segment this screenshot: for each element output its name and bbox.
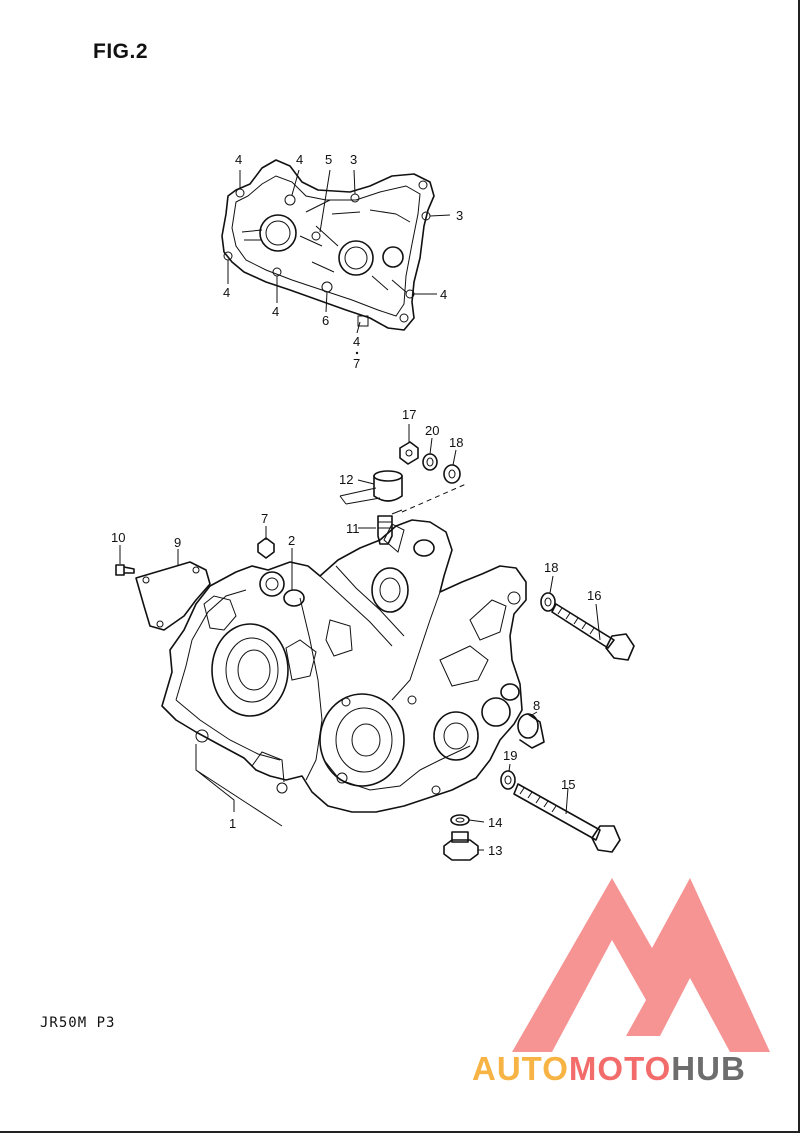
callout-4-c: 4	[223, 285, 230, 300]
bush-8	[517, 713, 545, 749]
callout-18-b: 18	[544, 560, 558, 575]
brand-wordmark: AUTOMOTOHUB	[472, 1050, 746, 1088]
callout-8: 8	[533, 698, 540, 713]
callout-16: 16	[587, 588, 601, 603]
callout-5: 5	[325, 152, 332, 167]
brand-part-auto: AUTO	[472, 1050, 569, 1087]
callout-6: 6	[322, 313, 329, 328]
stud-11	[377, 515, 393, 545]
callout-18-a: 18	[449, 435, 463, 450]
callout-3-a: 3	[350, 152, 357, 167]
callout-4-d: 4	[272, 304, 279, 319]
callout-4-f: 4	[353, 334, 360, 349]
callout-15: 15	[561, 777, 575, 792]
washer-18-top	[443, 464, 461, 484]
crankcase-gasket	[221, 159, 435, 331]
footer-model-code: JR50M P3	[40, 1015, 116, 1031]
callout-4-b: 4	[296, 152, 303, 167]
callout-19: 19	[503, 748, 517, 763]
brand-part-hub: HUB	[671, 1050, 746, 1087]
callout-3-b: 3	[456, 208, 463, 223]
drain-plug-13	[443, 831, 479, 861]
bolt-15	[500, 770, 621, 853]
callout-13: 13	[488, 843, 502, 858]
callout-12: 12	[339, 472, 353, 487]
callout-9: 9	[174, 535, 181, 550]
bolt-10	[115, 564, 135, 576]
callout-4-e: 4	[440, 287, 447, 302]
brand-part-moto: MOTO	[568, 1050, 672, 1087]
bolt-16	[540, 592, 635, 661]
callout-4-a: 4	[235, 152, 242, 167]
callout-17: 17	[402, 407, 416, 422]
crankcase-leaders	[119, 424, 601, 851]
callout-11: 11	[346, 521, 360, 536]
callout-14: 14	[488, 815, 502, 830]
bush-12	[339, 470, 403, 505]
cover-plate	[135, 561, 211, 631]
callout-20: 20	[425, 423, 439, 438]
callout-2: 2	[288, 533, 295, 548]
callout-1: 1	[229, 816, 236, 831]
callout-7-a: 7	[353, 356, 360, 371]
callout-10: 10	[111, 530, 125, 545]
nut-17	[399, 441, 419, 465]
callout-7-b: 7	[261, 511, 268, 526]
figure-title: FIG.2	[93, 40, 149, 63]
crankcase-assembly	[161, 519, 527, 813]
gasket-leaders	[227, 169, 451, 334]
